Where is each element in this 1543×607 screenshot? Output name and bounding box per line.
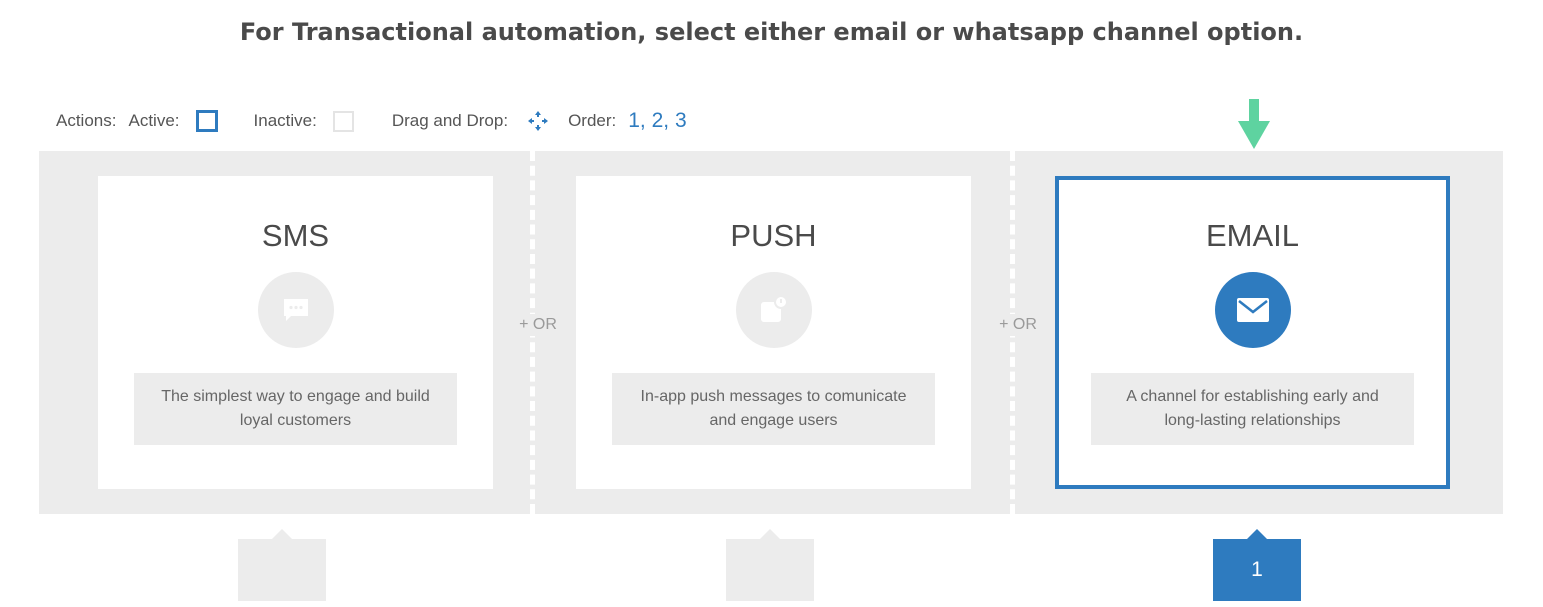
card-description: A channel for establishing early and lon… bbox=[1091, 373, 1414, 445]
inactive-swatch-icon bbox=[332, 110, 354, 132]
active-swatch-icon bbox=[195, 110, 218, 132]
channel-card-sms[interactable]: SMS The simplest way to engage and build… bbox=[98, 176, 493, 489]
page-heading: For Transactional automation, select eit… bbox=[239, 18, 1304, 46]
card-title: PUSH bbox=[730, 218, 817, 253]
order-tag-push[interactable] bbox=[726, 529, 814, 601]
drag-drop-label: Drag and Drop: bbox=[391, 111, 509, 130]
move-arrows-icon bbox=[528, 111, 549, 131]
actions-legend: Actions: Active: Inactive: Drag and Drop… bbox=[56, 106, 687, 136]
card-description: The simplest way to engage and build loy… bbox=[134, 373, 457, 445]
order-label: Order: bbox=[568, 111, 617, 130]
actions-label: Actions: bbox=[56, 111, 117, 130]
push-notification-icon bbox=[735, 272, 812, 348]
arrow-down-icon bbox=[1238, 99, 1270, 149]
inactive-label: Inactive: bbox=[253, 111, 317, 130]
channel-card-push[interactable]: PUSH In-app push messages to comunicate … bbox=[576, 176, 971, 489]
card-title: EMAIL bbox=[1205, 218, 1300, 253]
or-separator-2: + OR bbox=[988, 314, 1048, 336]
card-description: In-app push messages to comunicate and e… bbox=[612, 373, 935, 445]
chat-icon bbox=[257, 272, 334, 348]
or-separator-1: + OR bbox=[508, 314, 568, 336]
order-tag-sms[interactable] bbox=[238, 529, 326, 601]
channel-card-email[interactable]: EMAIL A channel for establishing early a… bbox=[1055, 176, 1450, 489]
active-label: Active: bbox=[128, 111, 180, 130]
order-tag-email[interactable]: 1 bbox=[1213, 529, 1301, 601]
card-title: SMS bbox=[261, 218, 330, 253]
envelope-icon bbox=[1214, 272, 1291, 348]
order-value: 1, 2, 3 bbox=[628, 109, 687, 132]
